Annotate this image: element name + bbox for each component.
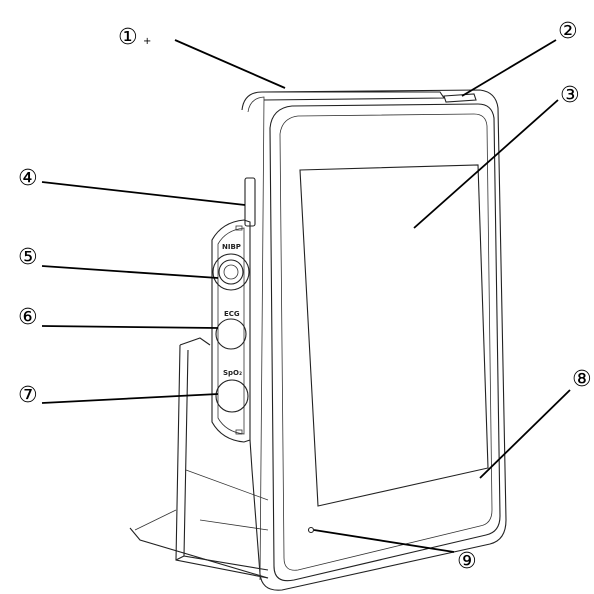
side-connector-panel [212,220,250,442]
spo2-label: SpO₂ [223,369,242,377]
ecg-label: ECG [224,310,240,318]
spo2-port: SpO₂ [216,369,248,412]
callout-9: ⑨ [457,549,477,574]
callout-5: ⑤ [18,245,38,270]
side-button [245,178,255,226]
callout-1: ① [118,25,138,50]
callout-8: ⑧ [572,367,592,392]
stand [130,338,268,578]
leader-lines [42,40,570,552]
callout-3: ③ [560,83,580,108]
callout-2: ② [558,19,578,44]
ecg-port: ECG [216,310,246,349]
callout-4: ④ [18,166,38,191]
indicator-light [309,528,314,533]
monitor-body [242,90,506,590]
callout-6: ⑥ [18,305,38,330]
callout-1-suffix: + [143,36,151,47]
nibp-label: NIBP [222,243,241,251]
callout-7: ⑦ [18,383,38,408]
